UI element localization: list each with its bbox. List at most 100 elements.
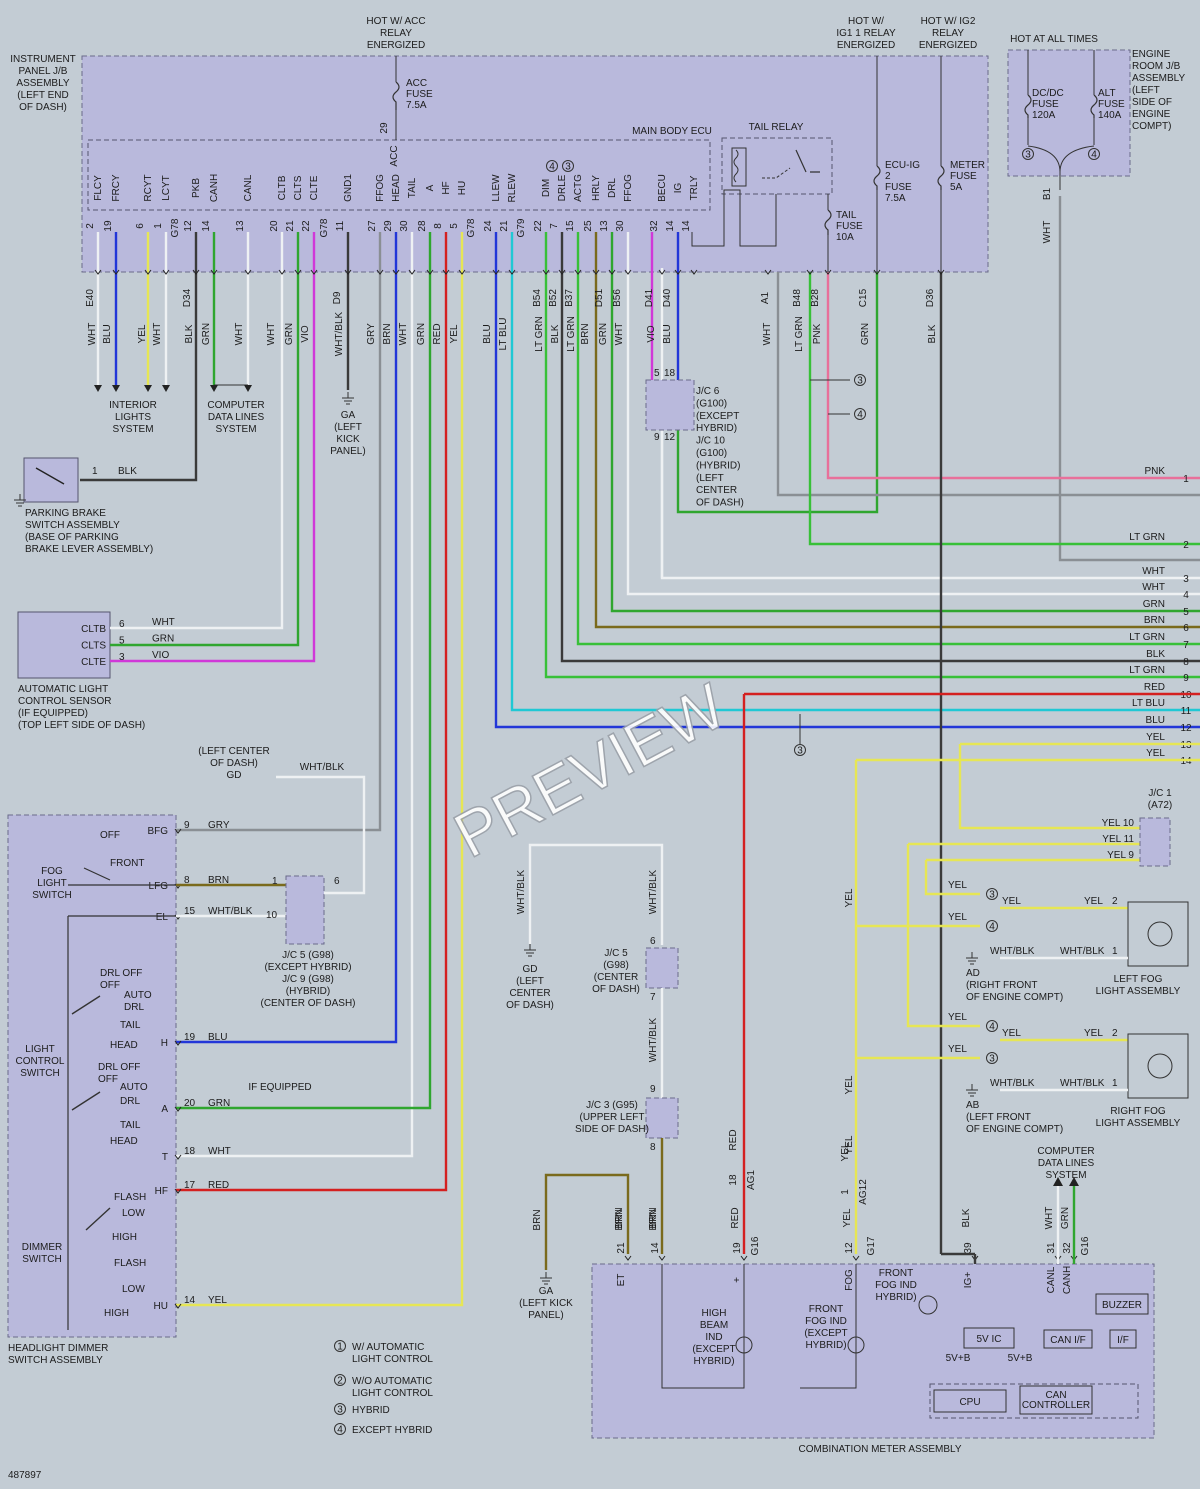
source-ig2-label: HOT W/ IG2 (921, 16, 976, 27)
note-circle (562, 160, 574, 172)
wire-color-label: WHT (152, 323, 163, 346)
note-number: 4 (989, 1022, 995, 1033)
switch-connector-chevron (174, 1106, 182, 1112)
wire-color-label: YEL (844, 888, 855, 907)
wire-color-label: BLK (961, 1208, 972, 1227)
wire-out-7 (576, 232, 1200, 646)
ecu-pin: 13 (235, 220, 246, 232)
ground-gd2-label: CENTER (509, 988, 550, 999)
meter-connector: G16 (1080, 1236, 1091, 1255)
interior-lights-arrow (112, 385, 120, 392)
ecu-pin: 22 (301, 220, 312, 232)
wire-connector-code: D34 (182, 288, 193, 307)
fog-light-switch-label: SWITCH (32, 890, 71, 901)
output-pin: 11 (1181, 706, 1192, 717)
fog-wire-label: WHT/BLK (990, 946, 1035, 957)
ecu-terminal-tail: TAIL (407, 177, 418, 198)
engine-room-jb-label: ROOM J/B (1132, 61, 1181, 72)
switch-position-label: TAIL (120, 1020, 141, 1031)
high-beam-ind-label: (EXCEPT (692, 1344, 735, 1355)
ecu-ig-fuse-label: 7.5A (885, 193, 906, 204)
ecu-terminal-llew: LLEW (491, 174, 502, 202)
front-fog-ind-label: HYBRID) (805, 1340, 846, 1351)
sensor-terminal-cltb: CLTB (81, 624, 106, 635)
ground-ga2-label: PANEL) (528, 1310, 563, 1321)
wire-out-5 (610, 232, 1200, 613)
ecu-pin: 30 (399, 220, 410, 232)
jc5a-label: (CENTER OF DASH) (261, 998, 356, 1009)
wire-color-label: WHT (762, 323, 773, 346)
wire-out-3 (660, 268, 1200, 580)
ecu-terminal-cltb: CLTB (277, 175, 288, 200)
ground-ad-label: AD (966, 968, 980, 979)
wire-meter-ig (941, 1252, 977, 1264)
ecu-terminal-canl: CANL (243, 174, 254, 201)
meter-block-label: CONTROLLER (1022, 1400, 1090, 1411)
fog-pin: 2 (1112, 896, 1118, 907)
switch-terminal-hf: HF (155, 1186, 168, 1197)
instrument-panel-jb-label: PANEL J/B (19, 66, 68, 77)
switch-terminal-lfg: LFG (149, 881, 169, 892)
jc5a-label: (HYBRID) (286, 986, 330, 997)
wire-cltb (110, 232, 284, 630)
jb-connector-chevron (508, 269, 516, 275)
sensor-wire-label: GRN (152, 634, 174, 645)
ecu-terminal-flcy: FLCY (93, 175, 104, 201)
computer-data-lines-label: SYSTEM (215, 424, 256, 435)
ecu-terminal-rlew: RLEW (507, 173, 518, 202)
light-sensor-box (17, 611, 111, 679)
wire-connector-code: D9 (332, 291, 343, 304)
acc-pin: 29 (379, 122, 390, 134)
output-pin: 6 (1183, 623, 1189, 634)
sensor-pin: 3 (119, 652, 125, 663)
sensor-wire-label: WHT (152, 617, 175, 628)
wire-color-label: LT BLU (498, 318, 509, 351)
relay-link (762, 167, 791, 179)
fog-light-switch-label: FOG (41, 866, 63, 877)
switch-pin: 19 (184, 1032, 196, 1043)
wire-color-label: BRN (382, 323, 393, 344)
meter-block (1095, 1293, 1149, 1315)
jb-connector-chevron (376, 269, 384, 275)
switch-terminal-bfg: BFG (147, 826, 168, 837)
wire-color-label: WHT (398, 323, 409, 346)
ground-ga-label: PANEL) (330, 446, 365, 457)
switch-connector-chevron (174, 1040, 182, 1046)
wire-color-label: LT GRN (794, 316, 805, 352)
tail-relay-title: TAIL RELAY (749, 122, 804, 133)
jb-connector-chevron (824, 269, 832, 275)
output-pin: 7 (1183, 640, 1189, 651)
fog-wire-label: YEL (1084, 1028, 1103, 1039)
engine-room-jb-label: ASSEMBLY (1132, 73, 1185, 84)
wire-jc6-grn (676, 272, 879, 514)
wire-connector-code: D51 (594, 288, 605, 307)
meter-block (963, 1327, 1015, 1349)
parking-brake-box (23, 457, 79, 503)
sensor-terminal-clts: CLTS (81, 641, 106, 652)
wire-color-label: YEL (449, 324, 460, 343)
switch-wire-label: WHT (208, 1146, 231, 1157)
fog-wire-label: YEL (948, 1012, 967, 1023)
acc-fuse-label: ACC (406, 78, 427, 89)
output-pin: 12 (1180, 723, 1192, 734)
wire-color-label: WHT (234, 323, 245, 346)
wire-color-label: BRN (614, 1209, 625, 1230)
light-sensor-label: CONTROL SENSOR (18, 696, 112, 707)
output-wire-label: LT GRN (1129, 665, 1165, 676)
front-fog-ind-label: FOG IND (805, 1316, 847, 1327)
switch-pin: 8 (184, 875, 190, 886)
legend-text: LIGHT CONTROL (352, 1354, 433, 1365)
wire-out-6 (594, 232, 1200, 629)
switch-position-label: LOW (122, 1284, 145, 1295)
jb-connector-chevron (458, 269, 466, 275)
legend-number: 4 (337, 1425, 343, 1436)
jc5b-label: J/C 5 (604, 948, 628, 959)
note-circle (334, 1403, 346, 1415)
wire-color-label: WHT/BLK (300, 762, 345, 773)
fog-lamp-box (1127, 1033, 1189, 1099)
ecu-pin: 19 (103, 220, 114, 232)
alt-fuse-label: FUSE (1098, 99, 1125, 110)
jb-connector-chevron (310, 269, 318, 275)
wire-out-11 (510, 232, 1200, 712)
jc1-label: (A72) (1148, 800, 1172, 811)
